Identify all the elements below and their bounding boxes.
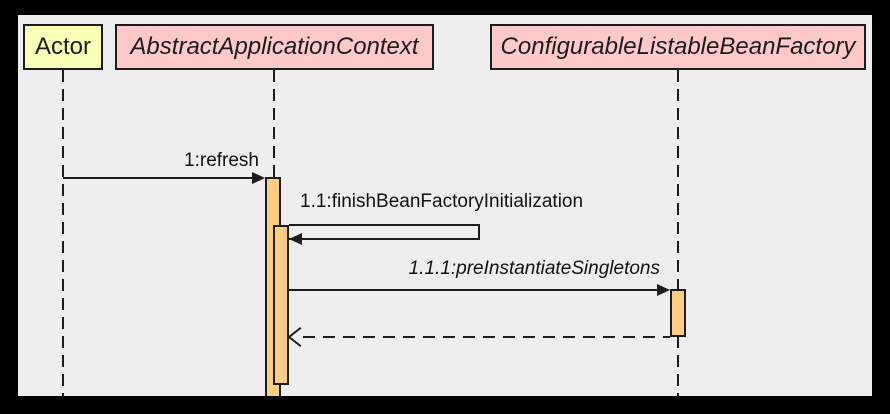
message-line-refresh [63, 177, 254, 179]
message-label-refresh: 1:refresh [184, 150, 259, 171]
sequence-diagram-canvas: Actor AbstractApplicationContext Configu… [18, 15, 872, 396]
participant-label-configurable-listable-bean-factory: ConfigurableListableBeanFactory [500, 33, 856, 60]
arrowhead-return [288, 325, 305, 349]
arrowhead-pre-instantiate-singletons [657, 284, 670, 296]
participant-box-configurable-listable-bean-factory: ConfigurableListableBeanFactory [490, 24, 866, 70]
message-line-pre-instantiate-singletons [289, 289, 658, 291]
activation-bar-clbf [670, 289, 686, 337]
participant-box-abstract-application-context: AbstractApplicationContext [115, 24, 434, 70]
participant-label-abstract-application-context: AbstractApplicationContext [130, 33, 419, 60]
lifeline-actor [62, 70, 64, 396]
activation-bar-aac-nested [273, 225, 289, 385]
arrowhead-refresh [252, 172, 265, 184]
message-line-return [303, 336, 670, 338]
participant-box-actor: Actor [23, 24, 103, 70]
message-label-pre-instantiate-singletons: 1.1.1:preInstantiateSingletons [408, 258, 660, 279]
participant-label-actor: Actor [34, 33, 91, 60]
message-line-self-call-loop [289, 224, 480, 240]
message-label-finish-bean-factory-initialization: 1.1:finishBeanFactoryInitialization [300, 191, 584, 212]
arrowhead-self-call [289, 233, 302, 245]
lifeline-configurable-listable-bean-factory [677, 70, 679, 396]
